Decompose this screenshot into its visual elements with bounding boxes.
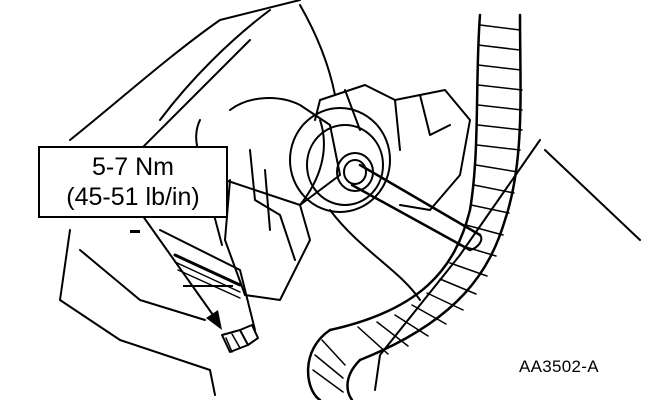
- leader-arrowhead: [206, 310, 222, 330]
- body-panel: [59, 229, 216, 396]
- corrugated-hose: [328, 13, 523, 362]
- housing-outline: [69, 0, 301, 141]
- rod: [358, 163, 482, 237]
- callout-leader-line: [139, 211, 219, 323]
- bolt: [221, 324, 259, 353]
- clamp-block: [314, 84, 471, 211]
- torque-value-imperial: (45-51 lb/in): [66, 183, 200, 211]
- figure-id-label: AA3502-A: [519, 357, 599, 376]
- torque-value-metric: 5-7 Nm: [92, 153, 174, 181]
- bushing-ring-outer: [289, 107, 391, 213]
- panel-edge: [374, 139, 541, 391]
- torque-callout-box: 5-7 Nm (45-51 lb/in): [38, 146, 228, 218]
- sensor-body: [229, 97, 341, 206]
